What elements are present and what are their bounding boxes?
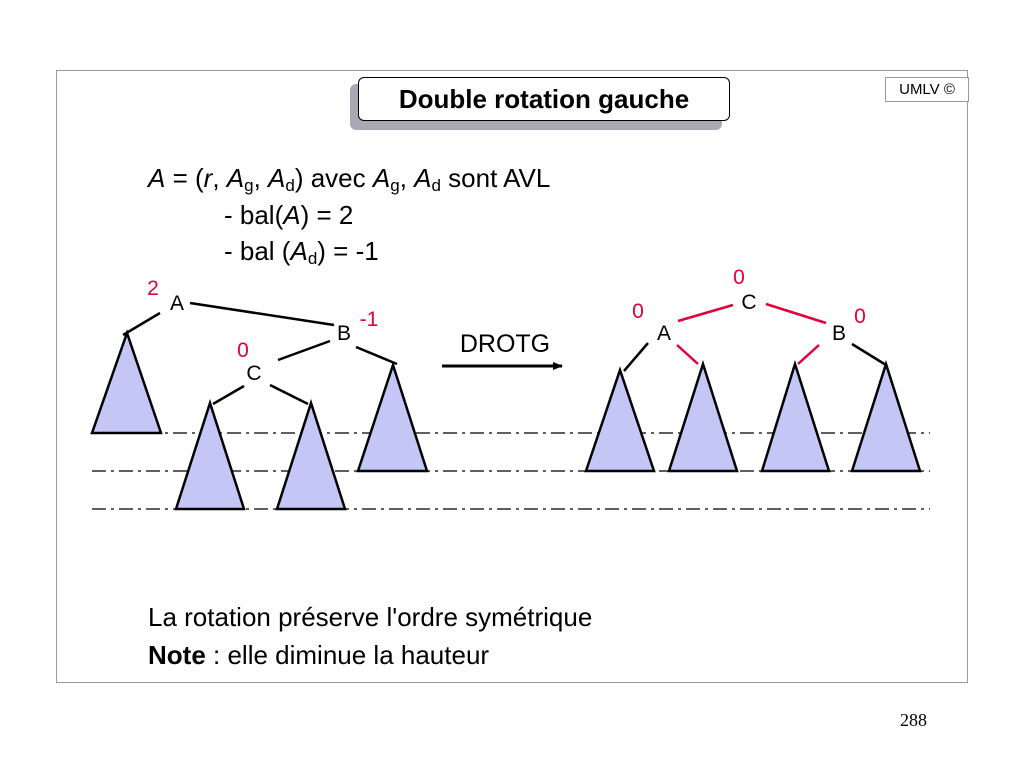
node-label: C xyxy=(741,291,756,314)
subtree-triangle-b-right xyxy=(356,360,429,473)
conclusion-note: Note : elle diminue la hauteur xyxy=(148,640,490,670)
edge-c-right-subtree xyxy=(269,383,309,406)
node-label: C xyxy=(246,362,261,385)
slide-title: Double rotation gauche xyxy=(358,77,730,121)
subtree-triangle-after-3 xyxy=(760,359,831,473)
subtree-triangle-after-1 xyxy=(584,366,656,473)
operation-label: DROTG xyxy=(460,330,550,358)
node-label: A xyxy=(170,292,184,315)
edge-b-right-subtree xyxy=(355,345,398,366)
node-label: B xyxy=(337,322,351,345)
edge-a-b-before xyxy=(189,301,335,327)
slide-frame xyxy=(56,70,968,683)
subtree-triangle-after-4 xyxy=(850,359,922,473)
balance-factor: 0 xyxy=(733,266,745,289)
balance-factor: 2 xyxy=(147,277,159,300)
edge-c-b-after xyxy=(765,302,827,325)
subtree-triangle-ag xyxy=(90,329,163,435)
balance-factor: 0 xyxy=(632,300,644,323)
edge-b-c-before xyxy=(277,339,331,362)
node-label: B xyxy=(832,322,846,345)
condition-bal-a: - bal(A) = 2 xyxy=(224,200,354,230)
balance-factor: 0 xyxy=(237,339,249,362)
subtree-triangle-c-right xyxy=(275,398,347,511)
corner-badge: UMLV © xyxy=(885,77,969,102)
edge-a-left-subtree xyxy=(122,311,161,337)
definition-line: A = (r, Ag, Ad) avec Ag, Ad sont AVL xyxy=(148,163,551,195)
node-label: A xyxy=(657,322,671,345)
condition-bal-ad: - bal (Ad) = -1 xyxy=(224,236,379,268)
edge-b-left-subtree-after xyxy=(797,344,820,365)
subtree-triangle-c-left xyxy=(174,398,246,511)
balance-factor: 0 xyxy=(854,305,866,328)
subtree-triangle-after-2 xyxy=(667,359,739,473)
edge-c-a-after xyxy=(677,303,734,323)
edge-a-right-subtree-after xyxy=(676,344,699,365)
edge-b-right-subtree-after xyxy=(851,342,887,367)
page-number: 288 xyxy=(900,710,927,730)
balance-factor: -1 xyxy=(360,308,379,331)
conclusion-order: La rotation préserve l'ordre symétrique xyxy=(148,602,593,632)
edge-c-left-subtree xyxy=(212,384,245,406)
edge-a-left-subtree-after xyxy=(623,342,649,372)
